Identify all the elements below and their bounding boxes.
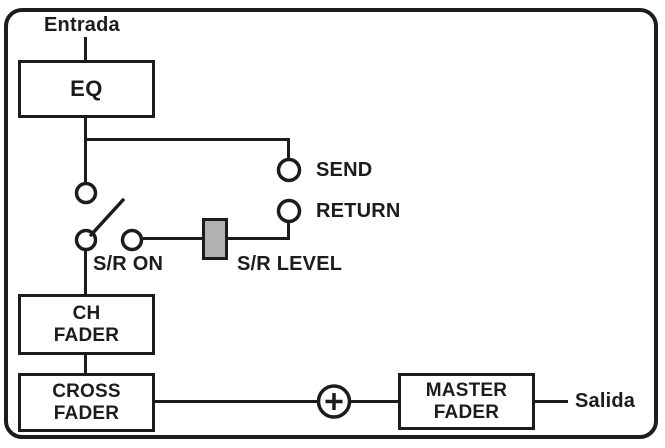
cross-fader-block: CROSS FADER [18,373,155,432]
switch-arm [89,198,125,237]
send-drop-line [287,138,290,160]
send-branch-line [84,138,290,141]
ch-fader-block: CH FADER [18,294,155,355]
switch-top-contact-circle [74,181,98,205]
cross-fader-label-line1: CROSS [52,380,121,402]
eq-block-label: EQ [70,76,103,101]
send-jack-circle [276,157,302,183]
return-label: RETURN [316,200,401,222]
master-fader-label-line2: FADER [433,401,500,423]
sum-to-master-line [350,400,399,403]
send-label: SEND [316,159,373,181]
ch-fader-label-line1: CH [72,302,101,324]
return-jack-circle [276,198,302,224]
switch-to-chfader-line [84,249,87,295]
master-to-output-line [535,400,568,403]
sr-level-control [202,218,228,260]
ch-fader-label-line2: FADER [53,324,120,346]
crossfader-to-sum-line [155,400,319,403]
sr-level-label: S/R LEVEL [237,253,343,275]
output-label: Salida [575,390,636,412]
master-fader-block: MASTER FADER [398,373,535,430]
return-drop-line [287,221,290,240]
input-to-eq-line [84,37,87,60]
diagram-border [4,8,658,439]
eq-to-switch-line [84,118,87,184]
cross-fader-label-line2: FADER [53,402,120,424]
sr-on-contact-circle [120,228,144,252]
master-fader-label-line1: MASTER [425,379,508,401]
sr-on-label: S/R ON [93,253,164,275]
eq-block: EQ [18,60,155,118]
chfader-to-crossfader-line [84,355,87,373]
input-label: Entrada [44,14,120,36]
